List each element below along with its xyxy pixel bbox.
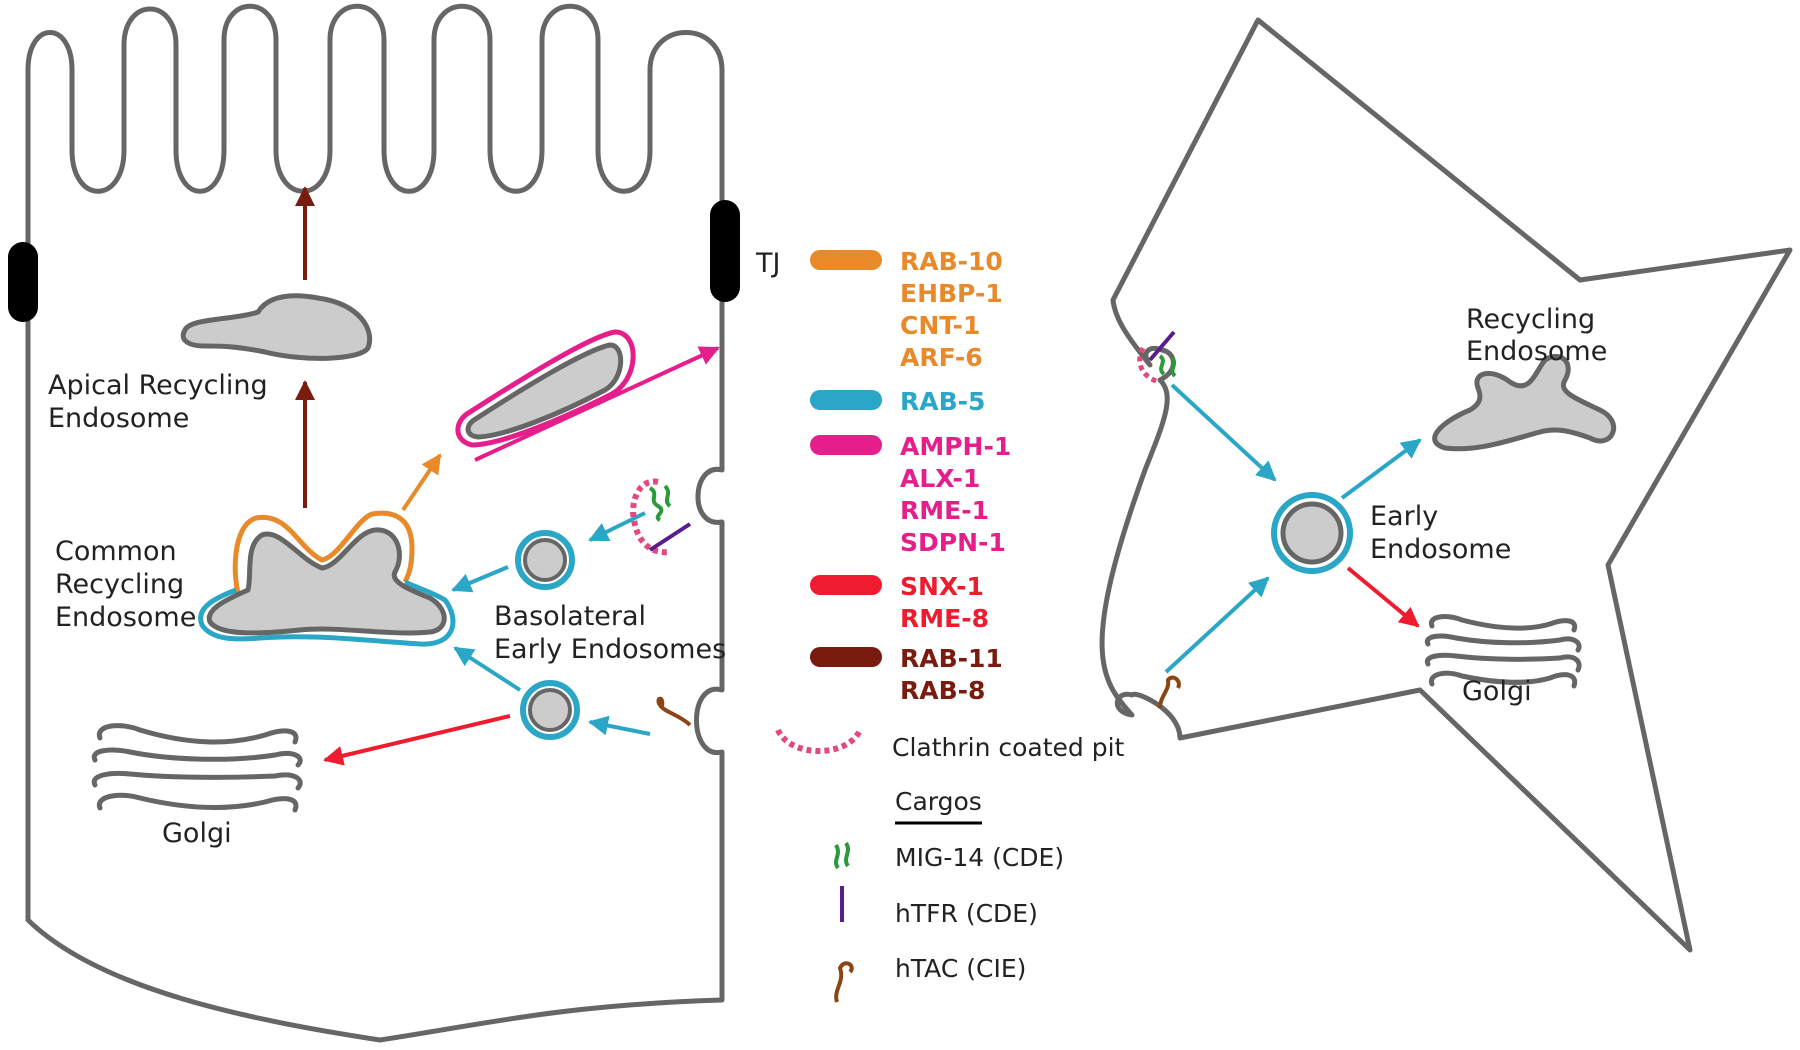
arrow-cie-to-early-endosome-right [1164,576,1270,674]
legend-item-rab-8: RAB-8 [900,676,985,705]
tj-label: TJ [755,248,780,279]
legend-swatch-rab10_group [810,250,882,270]
common-recycling-endosome-label: Common Recycling Endosome [55,536,196,633]
legend-item-arf-6: ARF-6 [900,343,983,372]
arrow-cie-pit-to-lower-endosome [588,715,651,736]
htac-cargo-right [1158,675,1181,709]
arrow-cre-to-tubule [401,453,442,512]
legend-item-sdpn-1: SDPN-1 [900,528,1006,557]
legend-item-amph-1: AMPH-1 [900,432,1011,461]
arrow-early-to-golgi-right [1346,566,1420,628]
golgi-right-label: Golgi [1462,676,1532,707]
legend-item-alx-1: ALX-1 [900,464,980,493]
clathrin-coated-pit-right [1137,346,1161,385]
apical-recycling-endosome-label: Apical Recycling Endosome [48,370,276,434]
basolateral-early-endosome-upper [523,538,567,582]
clathrin-coated-pit-left [630,478,671,556]
htfr-cargo-right [1148,330,1176,362]
golgi-left [91,723,303,813]
legend-swatch-amph1_group [810,435,882,455]
basolateral-early-endosome-rab5-coat-lower [520,680,580,740]
legend-item-cnt-1: CNT-1 [900,311,980,340]
early-endosome-right-rab5-coat [1271,492,1353,574]
basolateral-early-endosome-lower [528,688,572,732]
legend-protein-groups: RAB-10EHBP-1CNT-1ARF-6RAB-5AMPH-1ALX-1RM… [810,247,1011,705]
arrow-early-to-recycling-right [1340,438,1422,500]
early-endosome-right [1280,501,1344,565]
legend-mig14-label: MIG-14 (CDE) [895,843,1064,872]
cre-rab10-coat [232,510,415,601]
basolateral-early-endosomes-label: Basolateral Early Endosomes [494,601,726,665]
legend-item-rab-11: RAB-11 [900,644,1003,673]
legend-item-ehbp-1: EHBP-1 [900,279,1003,308]
common-recycling-endosome [206,527,447,636]
legend-swatch-snx1_group [810,575,882,595]
htac-cargo-left [656,696,692,727]
arrow-pit-to-upper-endosome [588,511,646,542]
htfr-cargo-left [648,522,692,552]
arrow-pit-to-early-endosome-right [1170,383,1277,482]
tight-junction-left [8,242,38,322]
legend-htac-icon [834,961,854,1003]
legend-htac-label: hTAC (CIE) [895,954,1026,983]
legend-item-rme-8: RME-8 [900,604,989,633]
recycling-endosome-right [1432,353,1617,452]
legend-clathrin-pit-icon [775,728,863,754]
legend-item-rme-1: RME-1 [900,496,989,525]
golgi-left-label: Golgi [162,818,232,849]
tubular-endosome-amph1-coat [455,329,636,448]
legend-item-rab-5: RAB-5 [900,387,985,416]
legend-cargos-title: Cargos [895,787,982,816]
tubular-endosome [465,342,624,440]
legend-item-snx-1: SNX-1 [900,572,984,601]
cre-rab5-coat [198,579,456,647]
arrow-lower-endosome-to-cre [453,646,522,692]
golgi-right [1424,614,1582,689]
mig14-cargo-left [648,484,672,522]
legend-htfr-label: hTFR (CDE) [895,899,1038,928]
legend-swatch-rab5 [810,390,882,410]
legend-mig14-icon [834,841,850,870]
arrow-upper-endosome-to-cre [451,565,509,593]
nonpolarized-cell-membrane [1099,17,1793,953]
legend-item-rab-10: RAB-10 [900,247,1003,276]
mig14-cargo-right [1158,354,1177,378]
basolateral-early-endosome-rab5-coat [515,530,575,590]
tight-junction-right [710,200,740,302]
arrow-tubule-to-basolateral [474,346,720,462]
polarized-cell-membrane [25,3,725,1043]
arrow-to-golgi-left [323,714,511,766]
recycling-endosome-right-label: Recycling Endosome [1466,304,1607,367]
apical-recycling-endosome [180,293,373,361]
early-endosome-right-label: Early Endosome [1370,501,1511,565]
legend-clathrin-label: Clathrin coated pit [892,733,1125,762]
legend-swatch-rab11_group [810,647,882,667]
